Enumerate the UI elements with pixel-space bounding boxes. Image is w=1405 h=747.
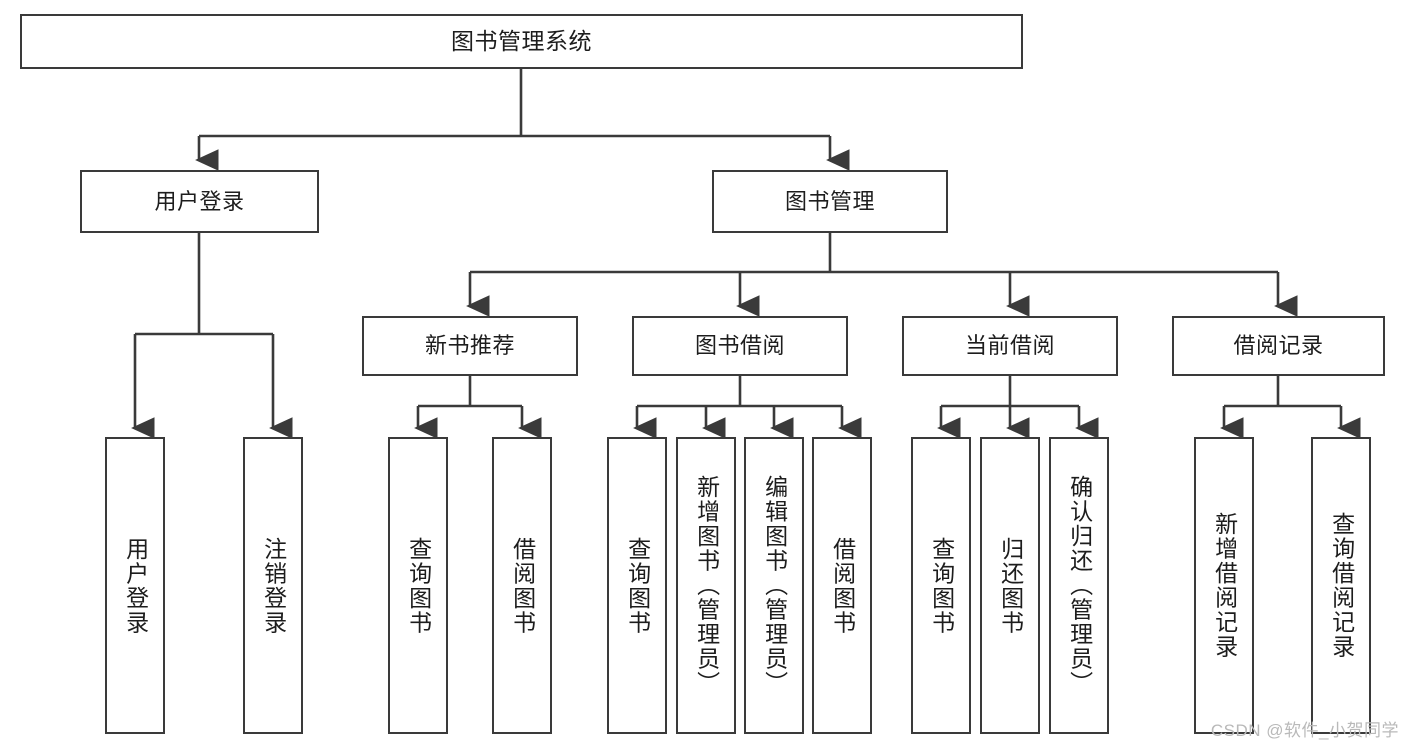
node-label: 查询图书: [928, 536, 955, 635]
node-book-borrow[interactable]: 图书借阅: [632, 316, 848, 376]
node-label: 图书管理系统: [451, 28, 592, 55]
node-label: 查询图书: [624, 536, 651, 635]
node-leaf-confirm-return-admin[interactable]: 确认归还（管理员）: [1049, 437, 1109, 734]
node-label: 新增图书（管理员）: [693, 475, 720, 696]
node-label: 用户登录: [154, 188, 245, 214]
node-user-login[interactable]: 用户登录: [80, 170, 319, 233]
node-label: 新增借阅记录: [1211, 512, 1238, 659]
node-label: 图书借阅: [694, 333, 785, 359]
node-borrow-record[interactable]: 借阅记录: [1172, 316, 1385, 376]
node-leaf-user-login[interactable]: 用户登录: [105, 437, 165, 734]
node-leaf-query-book-recommend[interactable]: 查询图书: [388, 437, 448, 734]
node-label: 注销登录: [260, 536, 287, 635]
node-leaf-query-book-borrow[interactable]: 查询图书: [607, 437, 667, 734]
watermark: CSDN @软件_小贺同学: [1210, 721, 1399, 740]
node-label: 当前借阅: [964, 333, 1055, 359]
node-label: 借阅图书: [829, 536, 856, 635]
node-label: 归还图书: [997, 536, 1024, 635]
node-label: 确认归还（管理员）: [1066, 475, 1093, 696]
node-leaf-add-book-admin[interactable]: 新增图书（管理员）: [676, 437, 736, 734]
node-label: 借阅记录: [1233, 333, 1324, 359]
node-book-management[interactable]: 图书管理: [712, 170, 948, 233]
node-leaf-query-book-current[interactable]: 查询图书: [911, 437, 971, 734]
node-new-book-recommend[interactable]: 新书推荐: [362, 316, 578, 376]
node-label: 借阅图书: [509, 536, 536, 635]
node-label: 新书推荐: [424, 333, 515, 359]
node-current-borrow[interactable]: 当前借阅: [902, 316, 1118, 376]
node-leaf-borrow-book-recommend[interactable]: 借阅图书: [492, 437, 552, 734]
node-leaf-query-borrow-record[interactable]: 查询借阅记录: [1311, 437, 1371, 734]
node-leaf-borrow-book-borrow[interactable]: 借阅图书: [812, 437, 872, 734]
node-label: 编辑图书（管理员）: [761, 475, 788, 696]
node-label: 查询图书: [405, 536, 432, 635]
node-label: 用户登录: [122, 536, 149, 635]
node-root-book-management-system[interactable]: 图书管理系统: [20, 14, 1023, 69]
node-label: 图书管理: [784, 188, 875, 214]
node-leaf-edit-book-admin[interactable]: 编辑图书（管理员）: [744, 437, 804, 734]
node-leaf-return-book[interactable]: 归还图书: [980, 437, 1040, 734]
node-label: 查询借阅记录: [1328, 512, 1355, 659]
node-leaf-add-borrow-record[interactable]: 新增借阅记录: [1194, 437, 1254, 734]
node-leaf-logout-login[interactable]: 注销登录: [243, 437, 303, 734]
